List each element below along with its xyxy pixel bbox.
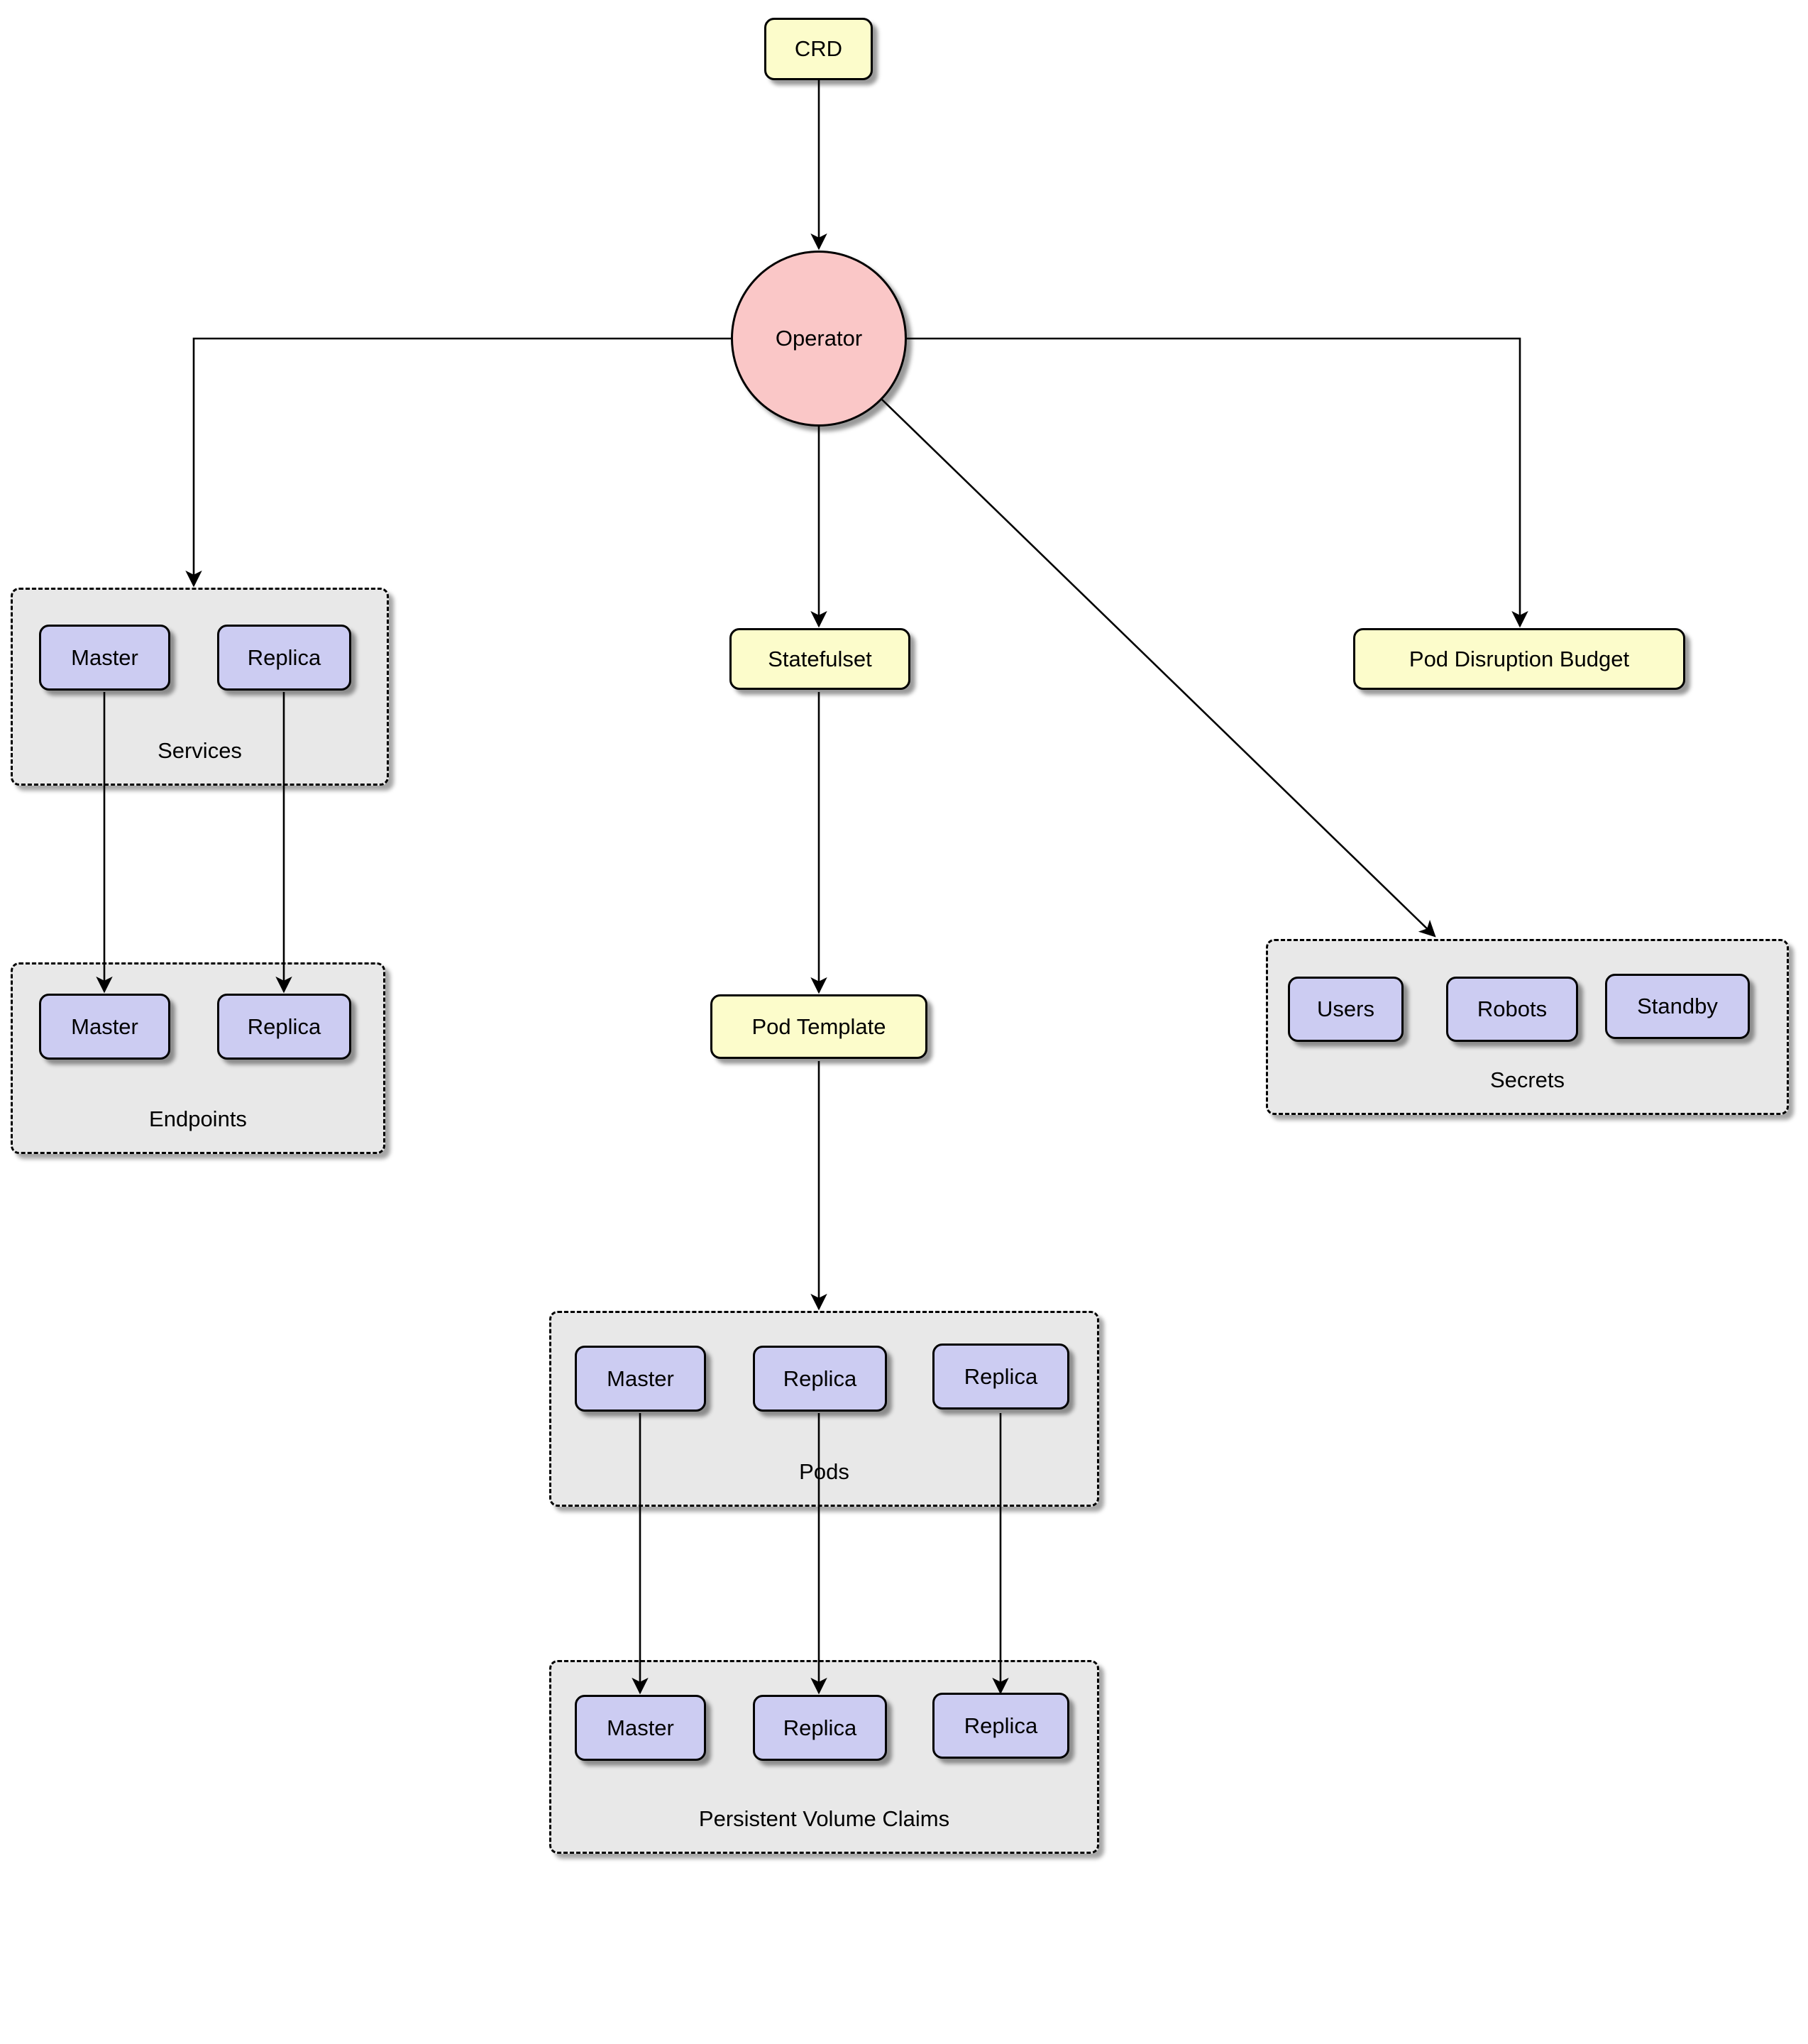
arrow-operator-to-secrets xyxy=(881,399,1436,938)
group-services-label: Services xyxy=(158,738,242,763)
node-secrets-standby: Standby xyxy=(1605,974,1750,1039)
node-pvc-replica2: Replica xyxy=(932,1693,1069,1759)
node-pvc-master: Master xyxy=(575,1695,706,1761)
group-endpoints-label: Endpoints xyxy=(149,1106,247,1131)
node-crd: CRD xyxy=(764,18,873,80)
node-endpoints-replica: Replica xyxy=(217,994,351,1060)
node-pod-disruption-budget: Pod Disruption Budget xyxy=(1353,628,1685,690)
node-secrets-users: Users xyxy=(1288,977,1404,1042)
node-secrets-robots: Robots xyxy=(1446,977,1578,1042)
node-operator: Operator xyxy=(731,251,907,427)
node-pod-template: Pod Template xyxy=(710,994,927,1059)
node-pvc-replica: Replica xyxy=(753,1695,887,1761)
node-statefulset: Statefulset xyxy=(729,628,910,690)
node-pods-master: Master xyxy=(575,1346,706,1412)
group-secrets-label: Secrets xyxy=(1489,1067,1565,1092)
node-pods-replica2: Replica xyxy=(932,1344,1069,1410)
node-services-replica: Replica xyxy=(217,625,351,691)
group-pvc-label: Persistent Volume Claims xyxy=(698,1806,950,1831)
node-pods-replica: Replica xyxy=(753,1346,887,1412)
arrow-operator-to-pod-disruption-budget xyxy=(907,337,1528,628)
arrow-operator-to-services xyxy=(185,337,731,588)
node-endpoints-master: Master xyxy=(39,994,170,1060)
group-pods-label: Pods xyxy=(799,1459,849,1484)
node-services-master: Master xyxy=(39,625,170,691)
